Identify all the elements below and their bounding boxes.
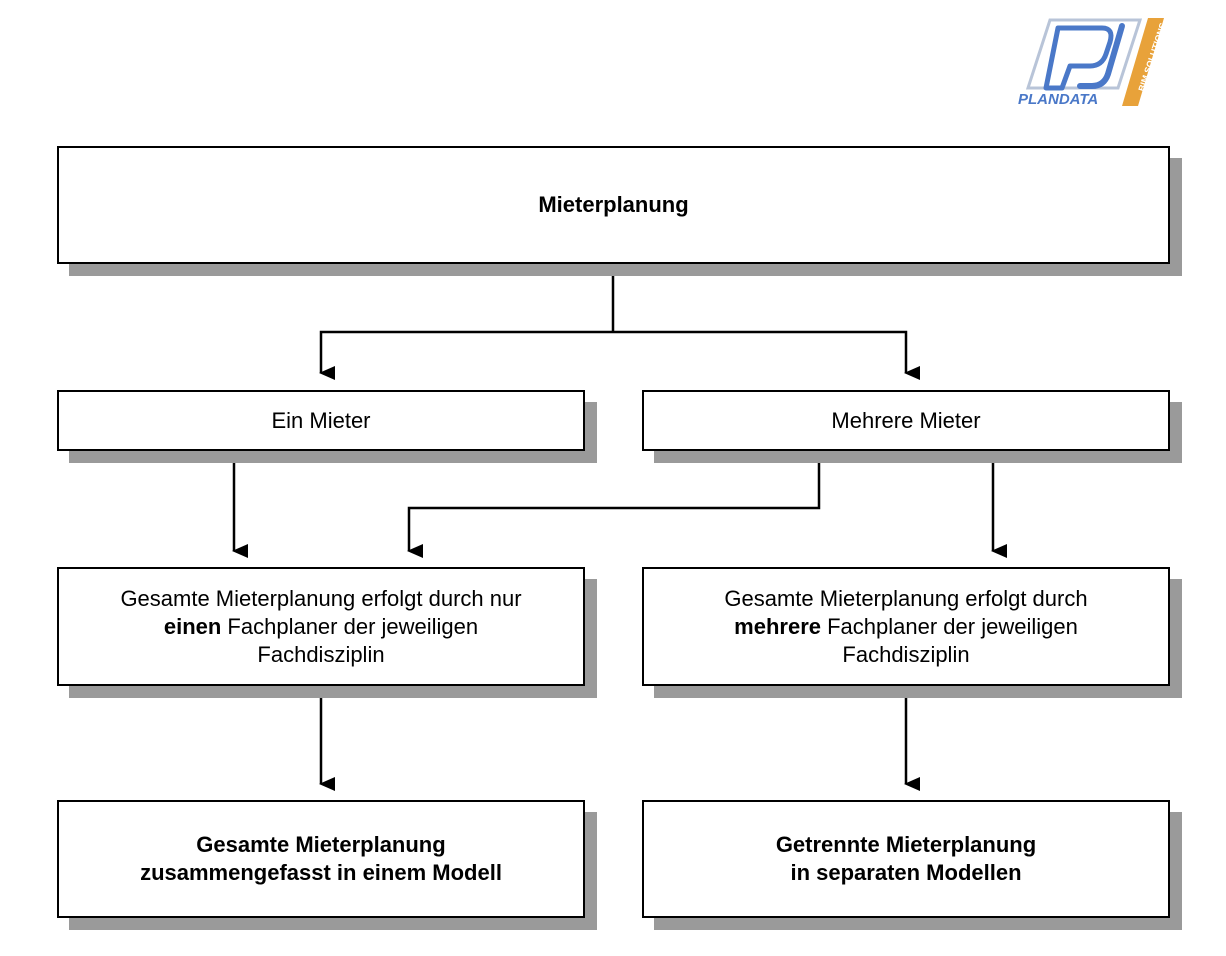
arrow-multi-tenant-to-single-planner <box>407 450 821 558</box>
node-mehrere-mieter: Mehrere Mieter <box>642 390 1170 451</box>
node-separate-models-line1: Getrennte Mieterplanung <box>775 832 1037 857</box>
node-combined-model: Gesamte Mieterplanung zusammengefasst in… <box>57 800 585 918</box>
node-combined-model-line2: zusammengefasst in einem Modell <box>140 860 502 885</box>
node-multi-planner-line2-rest: Fachplaner der jeweiligen <box>821 613 1078 639</box>
node-multi-planner-emphasis: mehrere <box>734 613 821 639</box>
node-single-planner-line2: einen Fachplaner der jeweiligen <box>164 613 478 641</box>
node-ein-mieter-label: Ein Mieter <box>271 407 371 433</box>
node-separate-models: Getrennte Mieterplanung in separaten Mod… <box>642 800 1170 918</box>
node-multi-planner-line1: Gesamte Mieterplanung erfolgt durch <box>724 585 1088 611</box>
node-single-planner-line1: Gesamte Mieterplanung erfolgt durch nur <box>120 585 522 611</box>
arrow-root-to-single-tenant <box>319 330 613 380</box>
logo-brand-text: PLANDATA <box>1018 91 1098 108</box>
arrow-root-to-multi-tenant <box>613 330 920 380</box>
node-single-planner-emphasis: einen <box>163 613 222 639</box>
node-mieterplanung-label: Mieterplanung <box>538 192 689 217</box>
node-mehrere-mieter-label: Mehrere Mieter <box>831 407 981 433</box>
plandata-logo: BIM SOLUTIONS PLANDATA <box>1018 18 1168 108</box>
node-single-planner: Gesamte Mieterplanung erfolgt durch nur … <box>57 567 585 686</box>
logo-mark-icon <box>1025 18 1164 106</box>
node-multi-planner-line2: mehrere Fachplaner der jeweiligen <box>734 613 1078 641</box>
node-combined-model-line1: Gesamte Mieterplanung <box>196 832 446 857</box>
node-multi-planner-line3: Fachdisziplin <box>842 641 970 667</box>
node-single-planner-line3: Fachdisziplin <box>257 641 385 667</box>
node-separate-models-line2: in separaten Modellen <box>790 860 1022 885</box>
node-mieterplanung: Mieterplanung <box>57 146 1170 264</box>
node-multi-planner: Gesamte Mieterplanung erfolgt durch mehr… <box>642 567 1170 686</box>
node-ein-mieter: Ein Mieter <box>57 390 585 451</box>
node-single-planner-line2-rest: Fachplaner der jeweiligen <box>221 613 479 639</box>
